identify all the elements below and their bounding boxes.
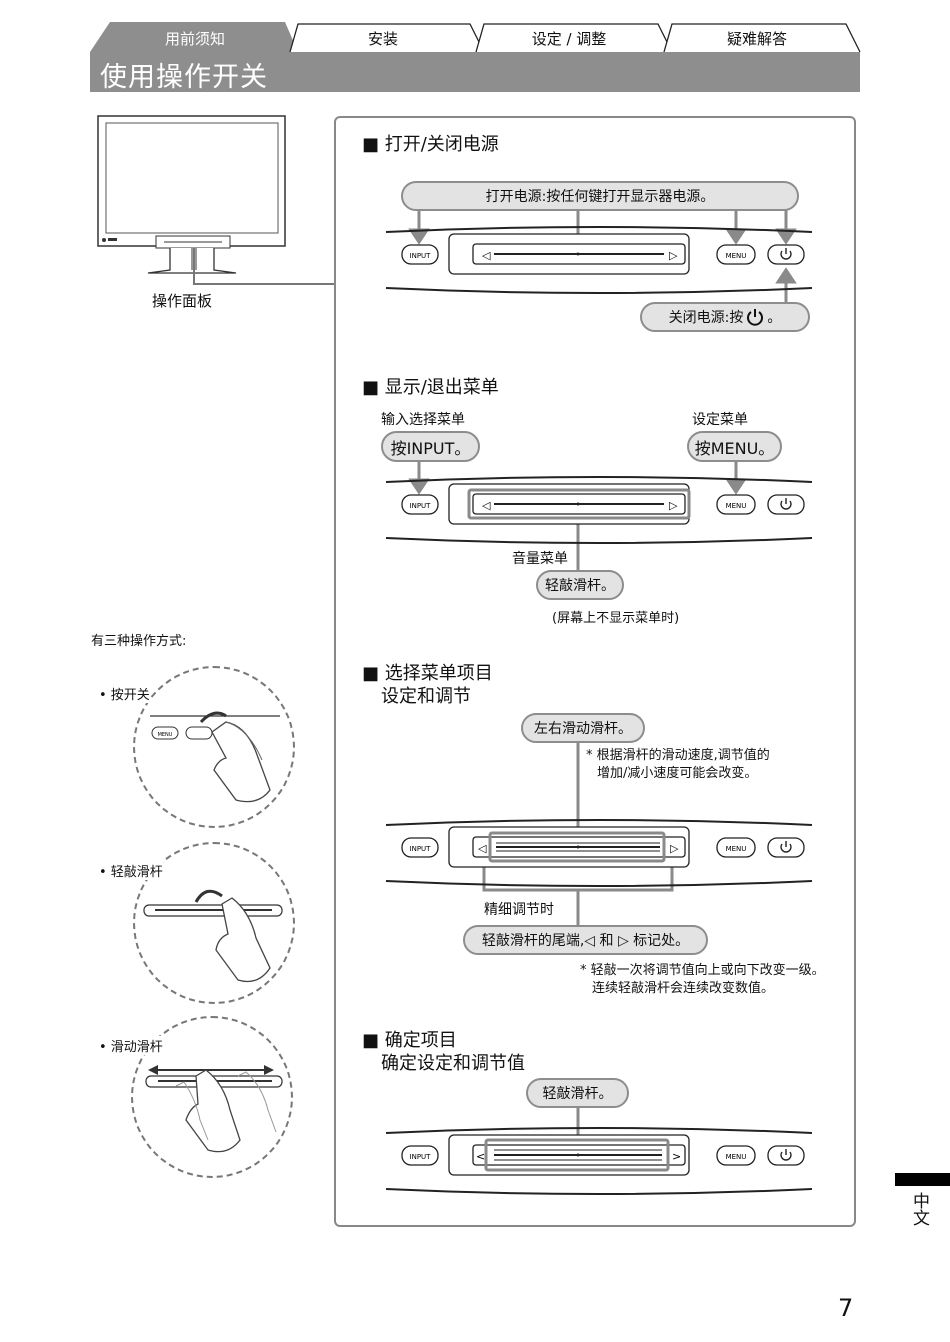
press-menu-callout: 按MENU。 [687, 431, 782, 462]
left-mark-icon: ◁ [478, 842, 487, 855]
press-switch-label: • 按开关 [99, 684, 150, 703]
tap-slider-label: • 轻敲滑杆 [99, 861, 163, 880]
press-input-callout: 按INPUT。 [381, 431, 480, 462]
input-button-text: INPUT [410, 502, 432, 510]
confirm-section-title: ■ 确定项目 [362, 1030, 457, 1051]
right-mark-icon: ▷ [670, 842, 679, 855]
control-bar-1: INPUT ◁ ▷ MENU [385, 226, 813, 294]
page-title: 使用操作开关 [100, 62, 268, 93]
menu-section-title: ■ 显示/退出菜单 [362, 377, 499, 398]
left-mark-icon: < [476, 1150, 485, 1163]
tap-slider-ends-callout: 轻敲滑杆的尾端,◁ 和 ▷ 标记处。 [463, 925, 708, 955]
fine-adjust-label: 精细调节时 [484, 902, 554, 918]
input-button-text: INPUT [410, 1153, 432, 1161]
right-mark-icon: ▷ [669, 249, 678, 262]
slide-speed-note-1: * 根据滑杆的滑动速度,调节值的 [586, 748, 770, 763]
right-mark-icon: > [672, 1150, 681, 1163]
menu-button-text: MENU [726, 252, 747, 260]
tab-installation[interactable]: 安装 [367, 30, 398, 48]
left-mark-icon: ◁ [482, 499, 491, 512]
power-off-callout: 关闭电源:按 。 [640, 302, 810, 332]
right-mark-icon: ▷ [669, 499, 678, 512]
menu-button-text: MENU [726, 502, 747, 510]
press-switch-circle [133, 666, 295, 828]
tap-step-note-2: 连续轻敲滑杆会连续改变数值。 [592, 981, 775, 996]
methods-heading: 有三种操作方式: [91, 634, 187, 649]
volume-menu-label: 音量菜单 [512, 551, 568, 567]
power-off-text: 关闭电源:按 [668, 310, 744, 326]
language-tab-bar [895, 1173, 950, 1186]
power-icon [747, 309, 764, 326]
input-button-text: INPUT [410, 845, 432, 853]
no-menu-note: (屏幕上不显示菜单时) [552, 611, 680, 626]
slide-slider-circle [131, 1016, 293, 1178]
slide-left-right-callout: 左右滑动滑杆。 [521, 713, 645, 743]
tap-step-note-1: * 轻敲一次将调节值向上或向下改变一级。 [580, 963, 825, 978]
menu-button-text: MENU [726, 845, 747, 853]
control-bar-3: INPUT ◁ ▷ MENU [385, 819, 813, 887]
slide-slider-label: • 滑动滑杆 [99, 1036, 163, 1055]
tab-before-use[interactable]: 用前须知 [164, 30, 225, 48]
instruction-panel [334, 116, 856, 1227]
language-label: 中文 [909, 1192, 929, 1226]
tab-settings[interactable]: 设定 / 调整 [531, 30, 607, 48]
control-bar-4: INPUT < > MENU [385, 1127, 813, 1195]
input-menu-label: 输入选择菜单 [381, 412, 465, 428]
page-number: 7 [838, 1294, 854, 1322]
left-mark-icon: ◁ [482, 249, 491, 262]
input-button-text: INPUT [410, 252, 432, 260]
select-section-title: ■ 选择菜单项目 [362, 663, 493, 684]
confirm-section-subtitle: 确定设定和调节值 [381, 1053, 525, 1074]
select-section-subtitle: 设定和调节 [381, 686, 471, 707]
slide-speed-note-2: 增加/减小速度可能会改变。 [597, 766, 758, 781]
control-bar-2: INPUT ◁ ▷ MENU [385, 476, 813, 544]
power-off-suffix: 。 [767, 310, 782, 326]
confirm-tap-callout: 轻敲滑杆。 [526, 1078, 629, 1108]
tap-slider-callout: 轻敲滑杆。 [536, 570, 624, 600]
tab-troubleshooting[interactable]: 疑难解答 [726, 30, 787, 48]
title-bar [90, 52, 860, 92]
menu-button-text: MENU [726, 1153, 747, 1161]
tap-slider-circle [133, 842, 295, 1004]
power-on-callout: 打开电源:按任何键打开显示器电源。 [401, 181, 799, 211]
setting-menu-label: 设定菜单 [692, 412, 748, 428]
operation-panel-label: 操作面板 [152, 292, 213, 310]
power-section-title: ■ 打开/关闭电源 [362, 134, 499, 155]
